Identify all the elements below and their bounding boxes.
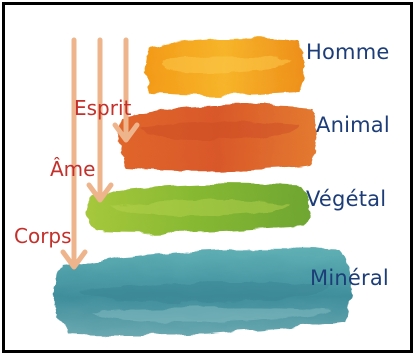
level-label-mineral: Minéral [310,266,389,290]
homme-stroke [146,38,304,95]
vegetal-stroke [86,184,309,233]
animal-stroke [119,105,317,171]
level-label-animal: Animal [316,113,390,137]
level-label-vegetal: Végétal [306,187,386,211]
component-label-corps: Corps [14,224,72,248]
component-label-esprit: Esprit [74,96,131,120]
level-label-homme: Homme [306,40,389,64]
component-label-ame: Âme [50,157,95,181]
mineral-stroke [54,249,352,336]
